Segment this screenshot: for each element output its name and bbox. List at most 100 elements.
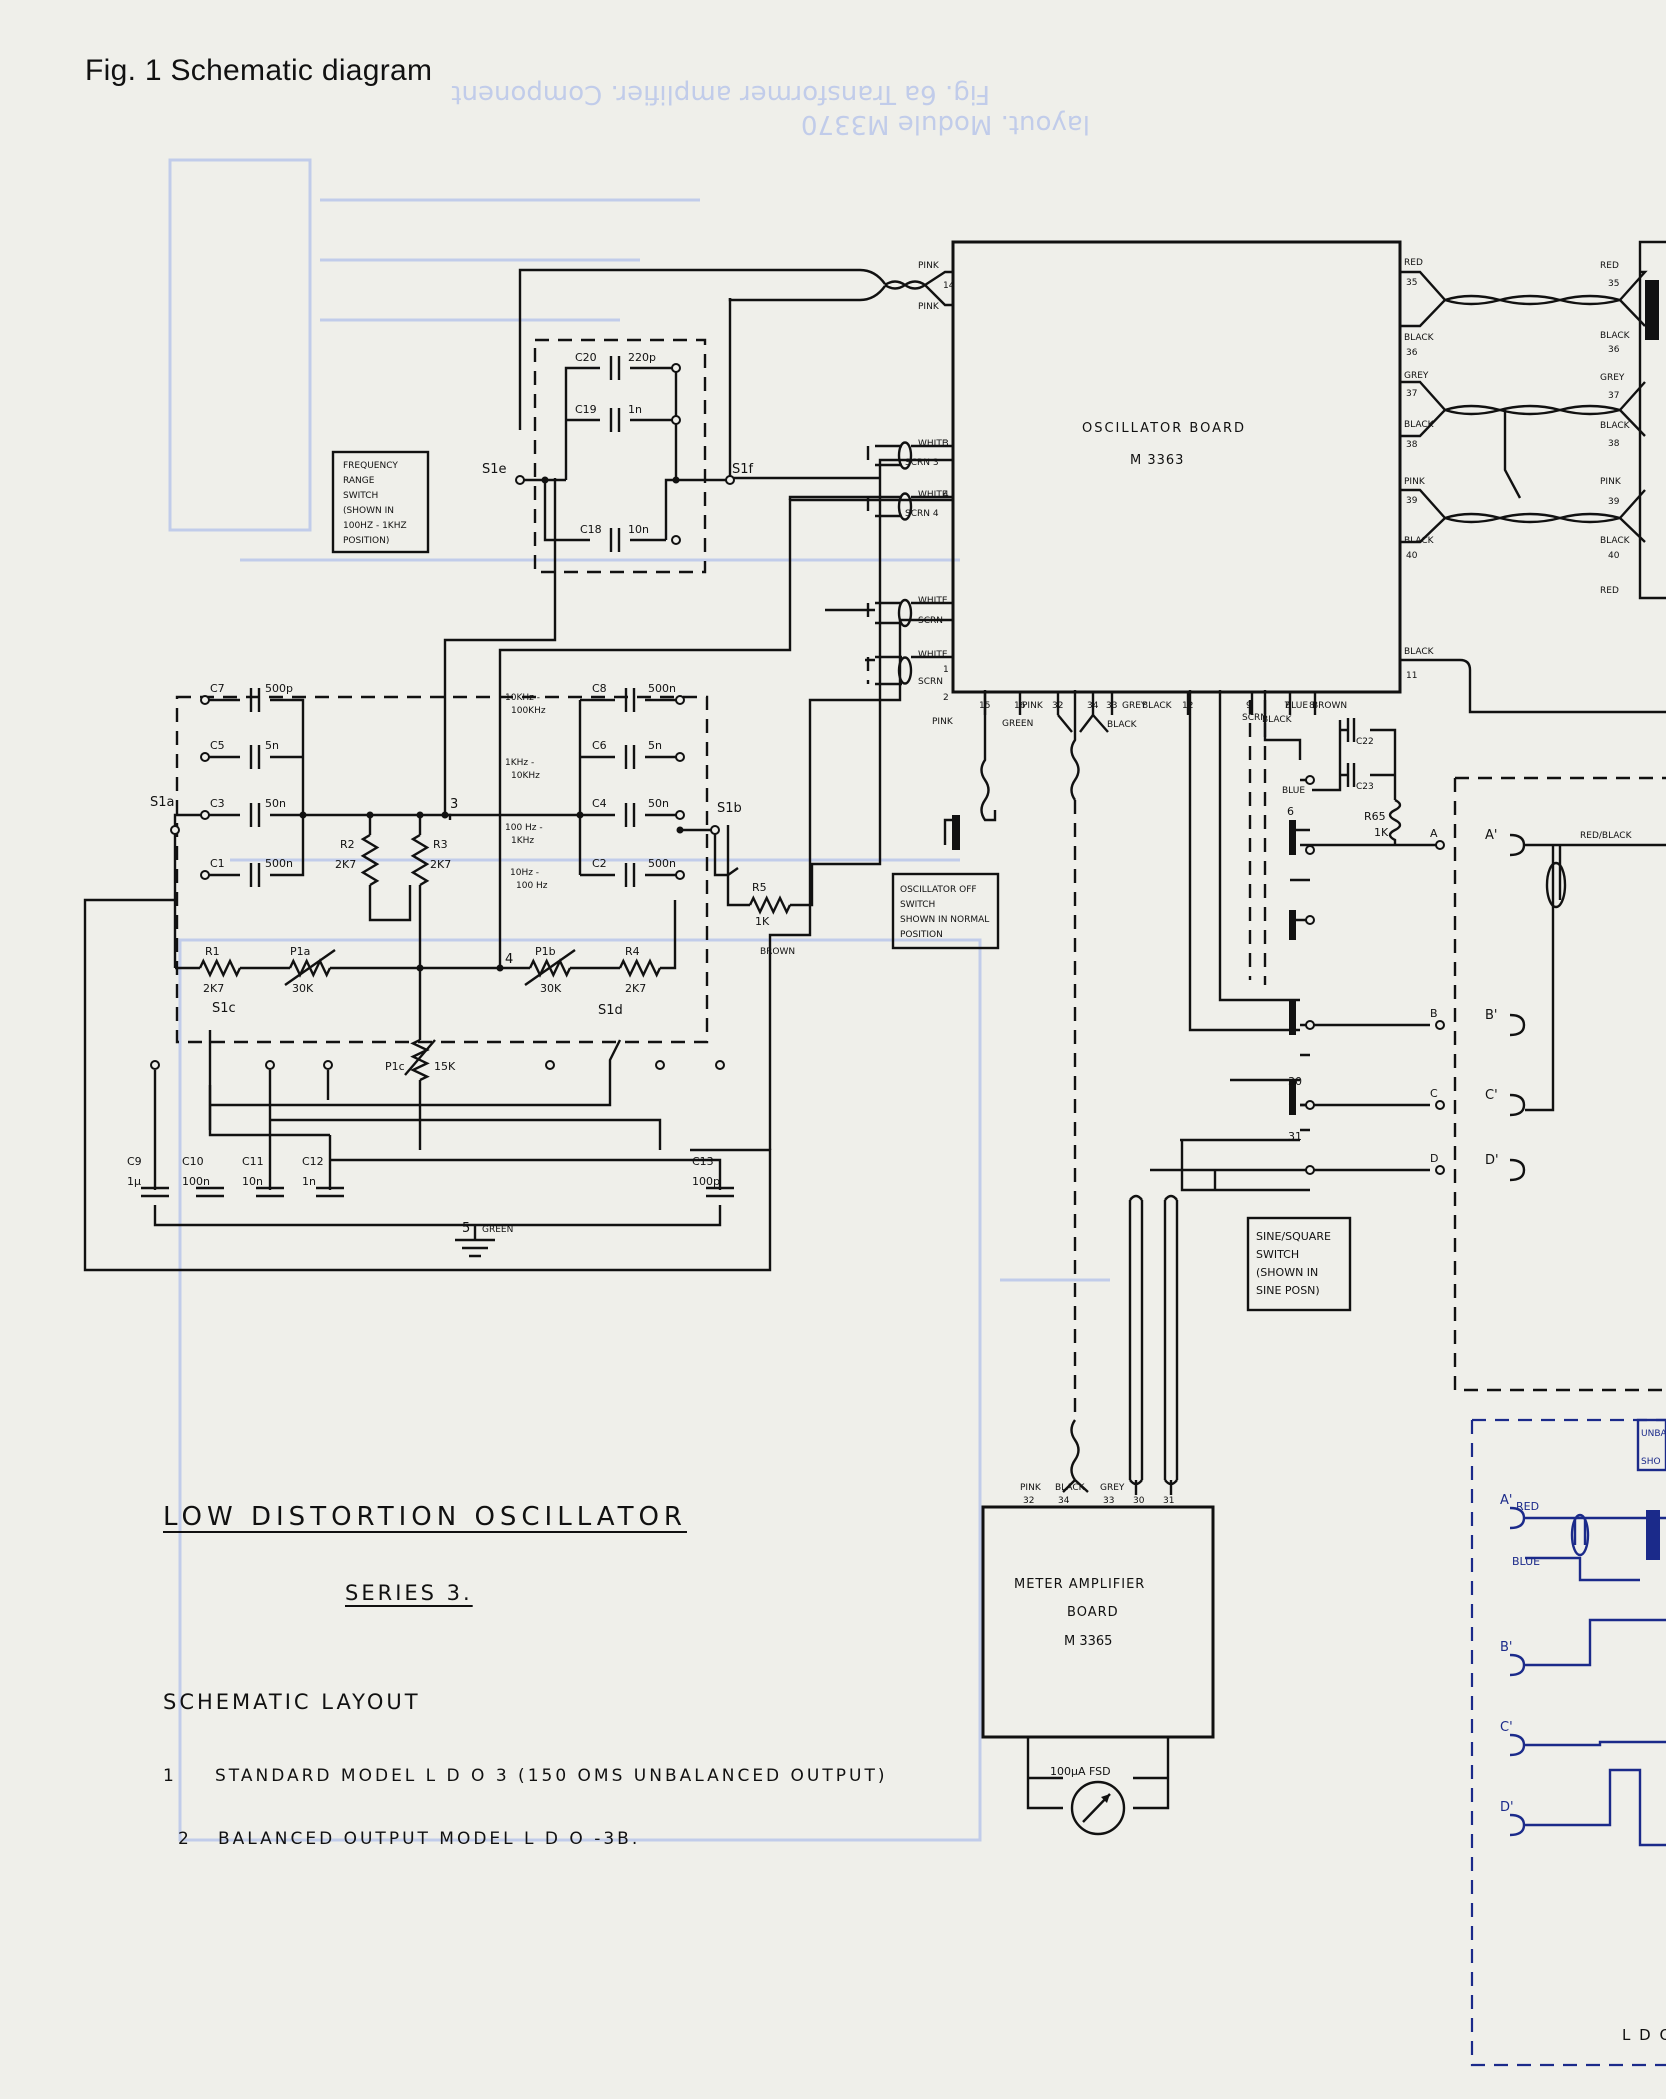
left-cap-terminal [200,752,210,762]
left-cap-value: 5n [265,739,279,752]
balanced-jack-label: D' [1500,1800,1514,1815]
s1f-node [672,476,680,484]
bottom-cap-value: 10n [242,1175,263,1188]
oscillator-board-box [951,240,1402,694]
meter-movement-leads [1026,1737,1170,1810]
sine-switch-terminal [1305,1100,1315,1110]
output-jack-wiring [1525,843,1666,1112]
r2-r3-leads [368,815,422,968]
left-cap-ref: C5 [210,739,225,752]
oscillator-right-pin-color: BLACK [1404,333,1435,343]
s1f-terminal [725,475,735,485]
bottom-cap-terminal [323,1060,333,1070]
shield-ring [897,492,913,521]
r1-value: 2K7 [203,982,224,995]
right-caps-left-bus [445,698,615,877]
balanced-shield-ring [1570,1513,1590,1557]
oscillator-left-pin-number: 3 [943,439,949,449]
pair-37-38-tap [1503,410,1522,499]
bottom-cap-terminal [655,1060,665,1070]
p1c-value: 15K [434,1060,456,1073]
r5-value: 1K [755,915,770,928]
left-cap-value: 500n [265,857,293,870]
osc-off-contact [952,815,960,850]
oscillator-right-pin-number: 37 [1406,389,1417,399]
sine-switch-pin-label: 30 [1288,1075,1302,1088]
output-terms-wires [1300,843,1440,1172]
pair-37-38-twist-a [1444,404,1621,416]
left-cap-symbol [249,745,261,769]
range-label-line1: 1KHz - [505,758,534,768]
s1ef-dashed-box [533,338,707,574]
c22-c23-leads [1340,728,1397,777]
shield-ring [897,441,913,470]
sine-square-note-line: (SHOWN IN [1256,1266,1318,1279]
oscillator-right-pin-number: 36 [1406,348,1418,358]
balanced-output-section: UNBA SHO A'B'C'D' RED BLUE L D O [1470,1418,1666,2067]
output-jack-symbol [1509,1013,1526,1037]
r3-resistor [410,833,430,887]
balanced-wiring [1525,1516,1666,1847]
left-cap-value: 50n [265,797,286,810]
node-4-label: 4 [505,952,513,967]
right-cap-ref: C8 [592,682,607,695]
r3-value: 2K7 [430,858,451,871]
p1c-arrow [404,1039,436,1076]
bottom-cap-ref: C9 [127,1155,142,1168]
r4-value: 2K7 [625,982,646,995]
range-label-line1: 10KHz - [505,693,540,703]
show-through-traces [230,198,1110,1282]
output-terminal-label: B [1430,1007,1438,1020]
r4-resistor [618,958,662,978]
c20-c19-left [564,366,600,480]
r65-value: 1K [1374,826,1389,839]
right-cap-symbol [624,863,636,887]
bottom-cap-ref: C11 [242,1155,264,1168]
top-cap-symbol [609,528,621,552]
oscillator-off-note-line: POSITION [900,930,943,940]
sine-contact-b [1289,910,1296,940]
balanced-jack-symbol [1509,1733,1526,1757]
left-caps-input [173,698,240,877]
oscillator-right-pin-color: RED [1404,258,1423,268]
top-cap-ref: C18 [580,523,602,536]
oscillator-right-pin-color: PINK [1404,477,1426,487]
pair-39-40-fan-right [1619,489,1646,543]
meter-pin-number: 31 [1163,1496,1174,1506]
oscillator-left-pin-color: WHITE [918,490,948,500]
figure-title: Fig. 1 Schematic diagram [85,54,433,87]
p1a-arrow [284,949,336,986]
output-shield-ring [1545,861,1567,909]
oscillator-right-pin-number: 40 [1406,551,1418,561]
s1b-terminal [710,825,720,835]
r5-resistor [748,895,792,915]
switch-s1e-label: S1e [482,462,507,477]
p1b-arrow [524,949,576,986]
output-terminal [1435,840,1445,850]
oscillator-board-code: M 3363 [1130,453,1184,468]
r3-ref: R3 [433,838,448,851]
pin14-twist [884,280,926,290]
oscillator-bottom-pin-color: BLACK [1262,715,1293,725]
switch-s1c-label: S1c [212,1001,236,1016]
caps-right-leads [630,366,676,542]
right-cap-terminal [675,752,685,762]
meter-board-box [981,1505,1215,1739]
power-supply-box-edge [1638,240,1666,600]
oscillator-bottom-pin-color: SCRN [1242,713,1267,723]
p1a-ref: P1a [290,945,310,958]
c22-label: C22 [1356,737,1374,747]
output-terminal-label: D [1430,1152,1438,1165]
osc-off-coil [980,690,997,822]
range-label-line1: 10Hz - [510,868,539,878]
shield-routes [1150,1140,1310,1192]
right-cap-terminal [675,810,685,820]
